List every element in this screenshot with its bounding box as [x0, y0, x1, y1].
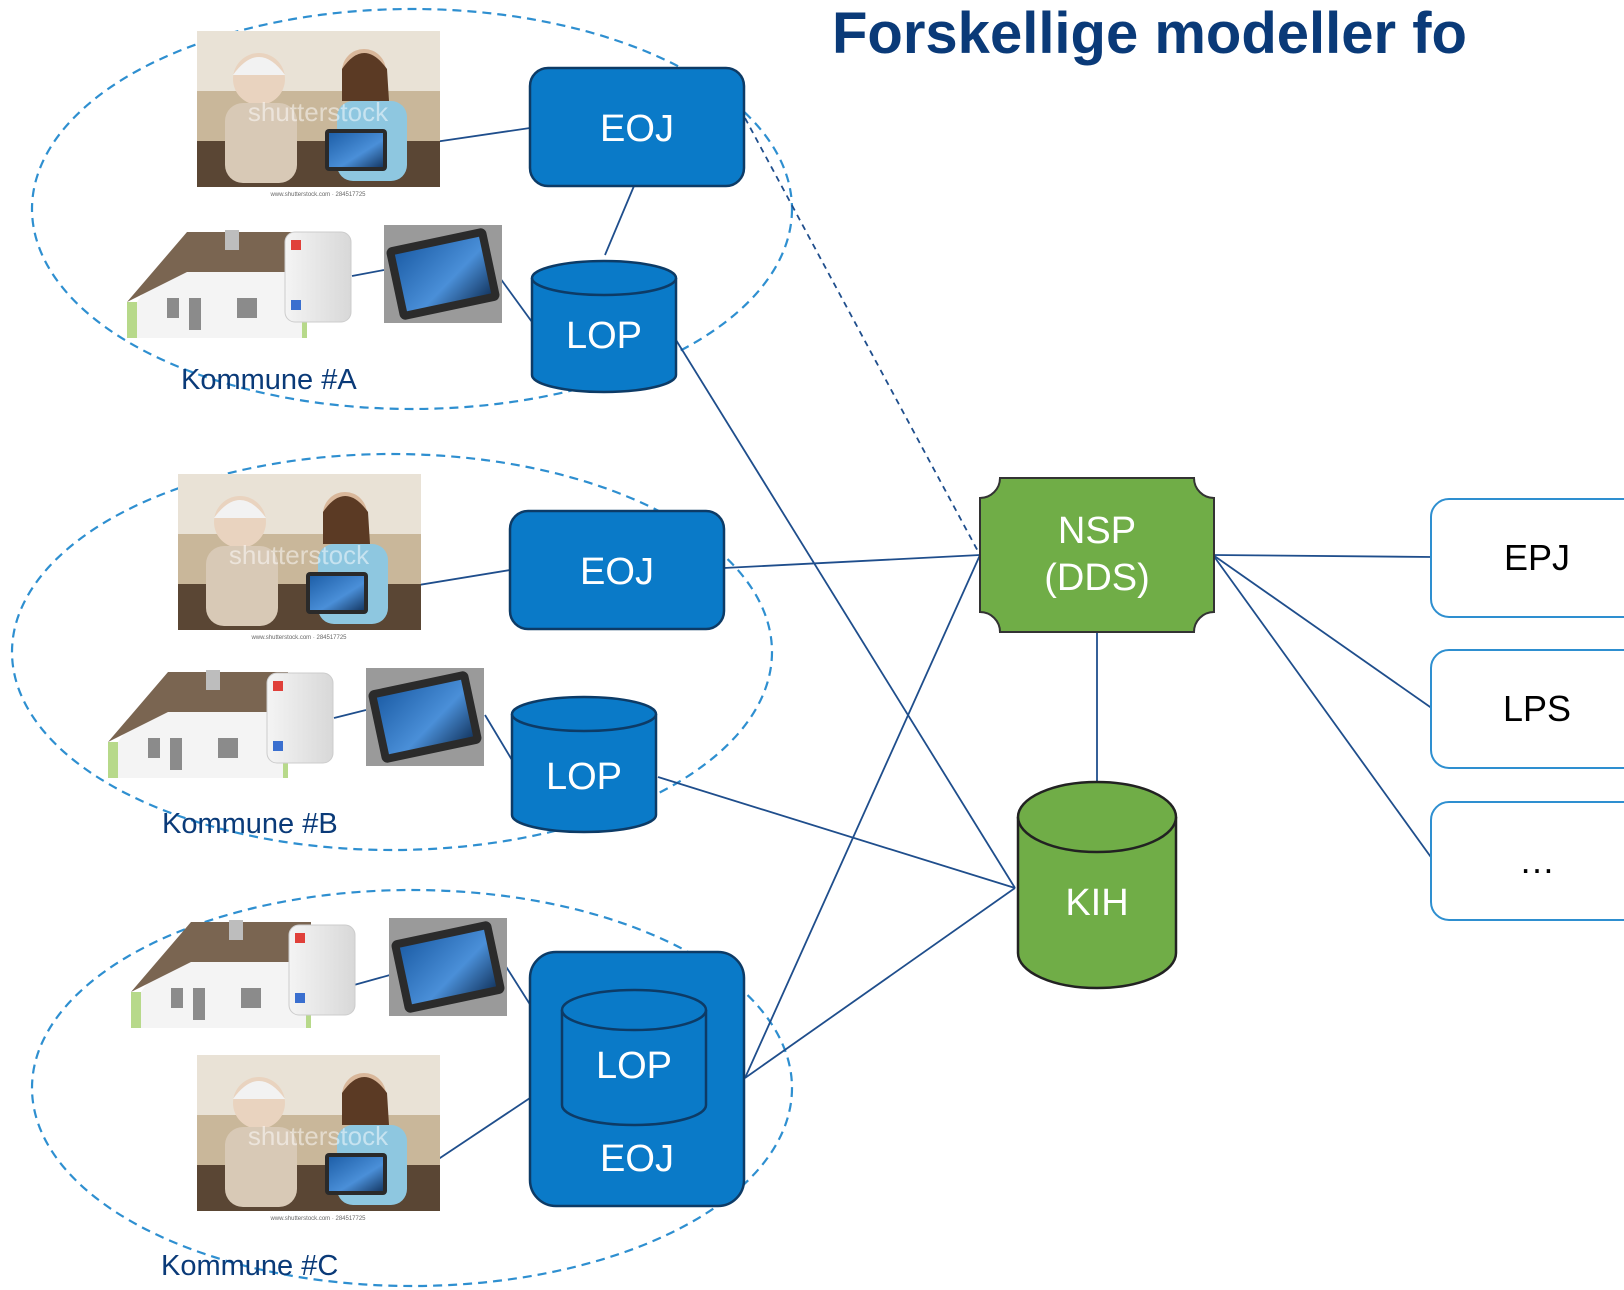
- tablet-device-a: [384, 225, 502, 323]
- nsp-label-line1: NSP: [1058, 510, 1136, 552]
- page-title: Forskellige modeller fo: [832, 1, 1467, 66]
- sensor-device-c: [288, 924, 356, 1016]
- house-icon-c: [131, 920, 311, 1028]
- link-eoj-c-kih: [744, 887, 1016, 1079]
- lps-label: LPS: [1503, 688, 1571, 729]
- eoj-a-node[interactable]: EOJ: [528, 66, 746, 188]
- link-lop-a-kih: [675, 339, 1016, 889]
- eoj-b-node[interactable]: EOJ: [508, 509, 726, 631]
- municipality-b-label: Kommune #B: [162, 808, 338, 840]
- sensor-device-a: [284, 231, 352, 323]
- link-lop-b-kih: [657, 776, 1016, 889]
- photo-b-caption: www.shutterstock.com · 284517725: [250, 635, 347, 641]
- link-tablet-b-lop-b: [484, 714, 513, 761]
- link-eoj-b-nsp: [723, 554, 981, 569]
- link-sensor-a-tablet-a: [351, 269, 385, 277]
- photo-a-watermark: shutterstock: [248, 97, 389, 127]
- sensor-device-b: [266, 672, 334, 764]
- kih-label: KIH: [1065, 882, 1128, 924]
- lop-a-database[interactable]: LOP: [530, 259, 678, 394]
- municipality-c-boundary: [30, 888, 794, 1288]
- link-sensor-c-tablet-c: [353, 974, 391, 986]
- nsp-dds-node[interactable]: NSP (DDS): [979, 477, 1215, 633]
- link-eoj-c-nsp: [744, 554, 981, 1079]
- eoj-a-label: EOJ: [600, 108, 674, 150]
- lop-c-database[interactable]: LOP: [560, 988, 708, 1127]
- municipality-b-boundary: [10, 452, 774, 852]
- nurse-patient-photo-b: shutterstock www.shutterstock.com · 2845…: [178, 474, 421, 642]
- kih-database[interactable]: KIH: [1016, 780, 1178, 990]
- eoj-c-label: EOJ: [600, 1138, 674, 1180]
- photo-c-watermark: shutterstock: [248, 1121, 389, 1151]
- link-eoj-a-lop-a: [604, 185, 635, 256]
- municipality-a-label: Kommune #A: [181, 364, 357, 396]
- link-tablet-a-lop-a: [499, 277, 533, 323]
- lps-box[interactable]: LPS: [1430, 649, 1624, 769]
- photo-c-caption: www.shutterstock.com · 284517725: [269, 1216, 366, 1222]
- lop-a-label: LOP: [566, 315, 642, 357]
- link-nsp-lps: [1212, 554, 1434, 710]
- municipality-c-label: Kommune #C: [161, 1250, 339, 1282]
- more-label: …: [1519, 840, 1555, 881]
- tablet-device-c: [389, 918, 507, 1016]
- house-icon-a: [127, 230, 307, 338]
- lop-c-label: LOP: [596, 1045, 672, 1087]
- nsp-label-line2: (DDS): [1044, 557, 1150, 599]
- tablet-device-b: [366, 668, 484, 766]
- house-icon-b: [108, 670, 288, 778]
- photo-b-watermark: shutterstock: [229, 540, 370, 570]
- link-sensor-b-tablet-b: [333, 709, 367, 719]
- epj-box[interactable]: EPJ: [1430, 498, 1624, 618]
- nurse-patient-photo-a: shutterstock www.shutterstock.com · 2845…: [197, 31, 440, 199]
- eoj-b-label: EOJ: [580, 551, 654, 593]
- link-eoj-a-nsp-dashed: [744, 117, 981, 556]
- link-nsp-epj: [1212, 554, 1434, 558]
- epj-label: EPJ: [1504, 537, 1570, 578]
- photo-a-caption: www.shutterstock.com · 284517725: [269, 192, 366, 198]
- link-nsp-more: [1212, 554, 1434, 861]
- lop-b-database[interactable]: LOP: [510, 695, 658, 834]
- more-box[interactable]: …: [1430, 801, 1624, 921]
- lop-b-label: LOP: [546, 756, 622, 798]
- nurse-patient-photo-c: shutterstock www.shutterstock.com · 2845…: [197, 1055, 440, 1223]
- municipality-a-boundary: [30, 7, 794, 411]
